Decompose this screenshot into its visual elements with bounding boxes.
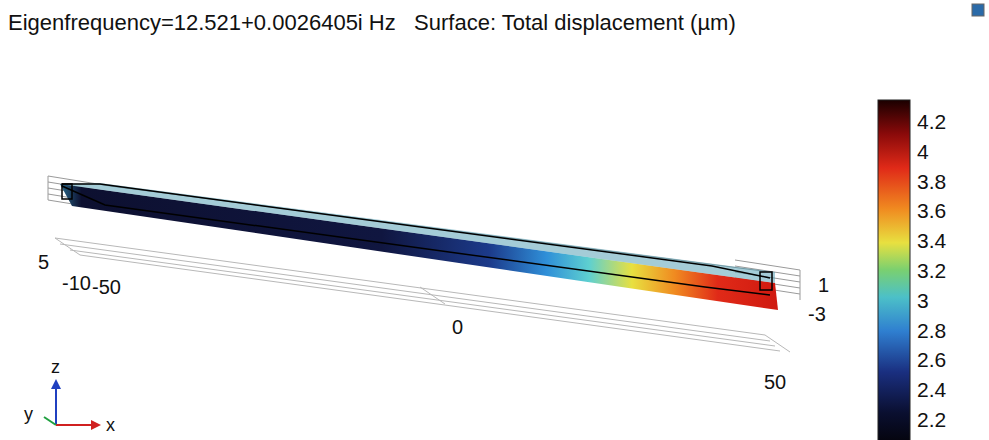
axis-triad	[44, 379, 101, 430]
colorbar-tick: 4.2	[917, 111, 946, 132]
axis-name: x	[106, 416, 115, 434]
axis-tick: 5	[38, 252, 49, 272]
colorbar-tick: 2.8	[917, 320, 946, 341]
colorbar-tick: 3.8	[917, 171, 946, 192]
beam	[60, 183, 778, 310]
colorbar-tick: 3	[917, 290, 929, 311]
colorbar-tick: 4	[917, 141, 929, 162]
toolbar-icon	[972, 4, 984, 16]
colorbar-tick: 2.6	[917, 349, 946, 370]
axis-name: z	[51, 358, 60, 376]
colorbar-tick: 2.4	[917, 379, 946, 400]
colorbar-tick: 3.4	[917, 230, 946, 251]
axis-tick: -10	[62, 273, 91, 293]
colorbar-tick: 3.2	[917, 260, 946, 281]
axis-tick: -50	[92, 277, 121, 297]
colorbar-tick: 3.6	[917, 200, 946, 221]
axis-tick: -3	[808, 304, 826, 324]
axis-tick: 0	[452, 317, 463, 337]
plot-title: Eigenfrequency=12.521+0.0026405i Hz Surf…	[8, 12, 736, 34]
axis-tick: 50	[764, 372, 786, 392]
color-bar	[878, 100, 910, 440]
axis-name: y	[24, 405, 33, 423]
axis-tick: 1	[818, 275, 829, 295]
colorbar-tick: 2.2	[917, 409, 946, 430]
